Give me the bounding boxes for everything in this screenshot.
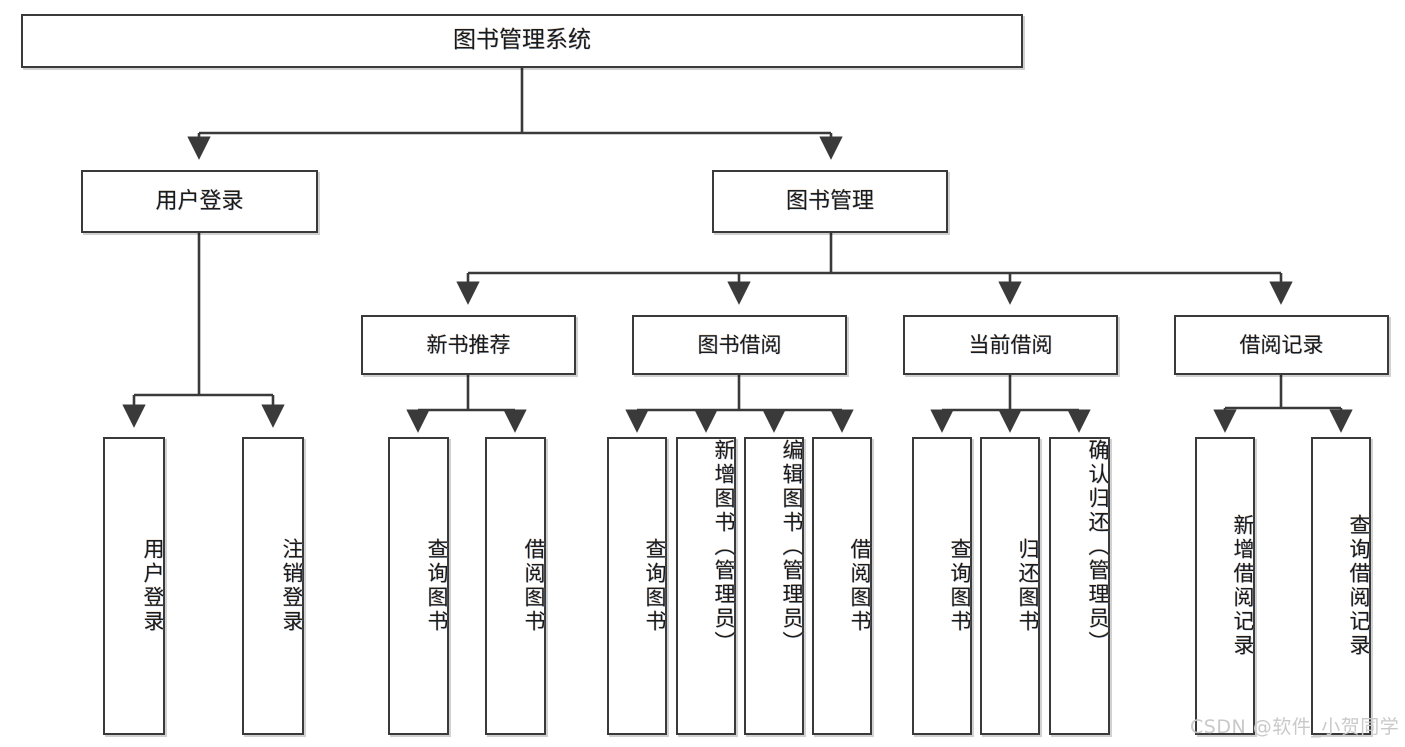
node-new-book-recommend-label: 新书推荐 — [426, 332, 511, 357]
node-user-login-label: 用户登录 — [155, 188, 244, 214]
leaf-borrow-record-search-label: 查询借阅记录 — [1347, 514, 1371, 658]
node-borrow-records[interactable]: 借阅记录 — [1174, 315, 1389, 375]
leaf-book-borrow-edit[interactable]: 编辑图书（管理员） — [744, 437, 804, 735]
leaf-new-book-borrow-label: 借阅图书 — [522, 538, 546, 634]
node-root[interactable]: 图书管理系统 — [21, 14, 1023, 68]
node-borrow-records-label: 借阅记录 — [1239, 332, 1324, 357]
leaf-current-borrow-return-label: 归还图书 — [1016, 538, 1040, 634]
leaf-current-borrow-return[interactable]: 归还图书 — [980, 437, 1040, 735]
leaf-book-borrow-search[interactable]: 查询图书 — [607, 437, 667, 735]
leaf-user-login-signin[interactable]: 用户登录 — [103, 437, 165, 735]
leaf-book-borrow-borrow-label: 借阅图书 — [848, 538, 872, 634]
node-user-login[interactable]: 用户登录 — [81, 170, 318, 233]
leaf-new-book-search-label: 查询图书 — [425, 538, 449, 634]
leaf-user-login-signout[interactable]: 注销登录 — [242, 437, 304, 735]
node-new-book-recommend[interactable]: 新书推荐 — [361, 315, 576, 375]
leaf-current-borrow-search[interactable]: 查询图书 — [912, 437, 972, 735]
leaf-book-borrow-add-label: 新增图书（管理员） — [712, 439, 736, 655]
leaf-book-borrow-search-label: 查询图书 — [643, 538, 667, 634]
node-current-borrow[interactable]: 当前借阅 — [903, 315, 1118, 375]
leaf-borrow-record-search[interactable]: 查询借阅记录 — [1311, 437, 1371, 735]
leaf-book-borrow-borrow[interactable]: 借阅图书 — [812, 437, 872, 735]
leaf-new-book-borrow[interactable]: 借阅图书 — [485, 437, 546, 735]
leaf-borrow-record-add-label: 新增借阅记录 — [1231, 514, 1255, 658]
leaf-user-login-signout-label: 注销登录 — [280, 538, 304, 634]
node-root-label: 图书管理系统 — [453, 27, 591, 54]
leaf-current-borrow-confirm[interactable]: 确认归还（管理员） — [1049, 437, 1110, 735]
node-book-management-label: 图书管理 — [785, 188, 874, 214]
leaf-book-borrow-add[interactable]: 新增图书（管理员） — [676, 437, 736, 735]
node-book-borrow[interactable]: 图书借阅 — [632, 315, 847, 375]
node-book-management[interactable]: 图书管理 — [712, 170, 948, 233]
leaf-new-book-search[interactable]: 查询图书 — [388, 437, 449, 735]
leaf-borrow-record-add[interactable]: 新增借阅记录 — [1195, 437, 1255, 735]
leaf-current-borrow-confirm-label: 确认归还（管理员） — [1086, 439, 1110, 655]
node-current-borrow-label: 当前借阅 — [968, 332, 1053, 357]
leaf-user-login-signin-label: 用户登录 — [141, 538, 165, 634]
node-book-borrow-label: 图书借阅 — [697, 332, 782, 357]
leaf-book-borrow-edit-label: 编辑图书（管理员） — [780, 439, 804, 655]
leaf-current-borrow-search-label: 查询图书 — [948, 538, 972, 634]
